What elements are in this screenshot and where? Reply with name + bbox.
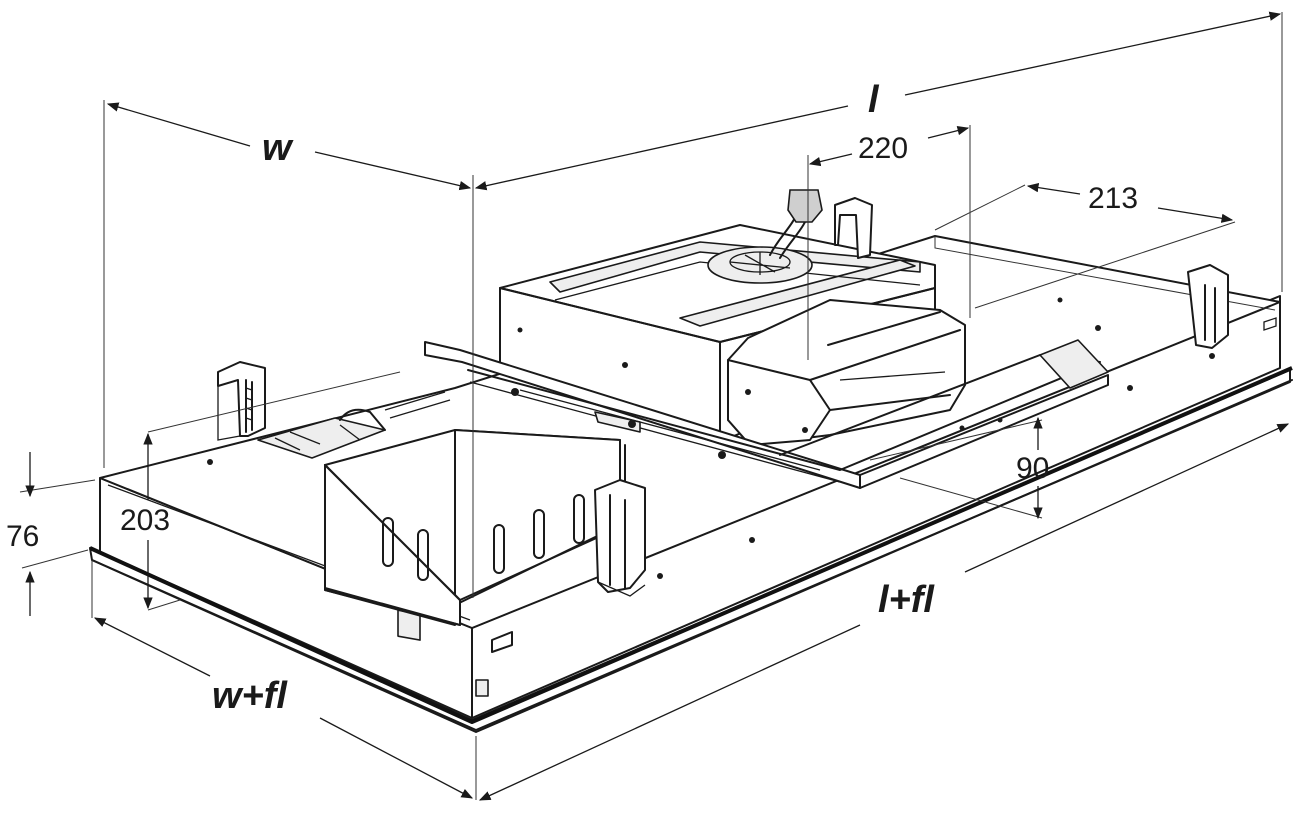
- dimension-220-label: 220: [858, 132, 908, 165]
- dimension-90-label: 90: [1016, 452, 1049, 485]
- dimension-lines: [19, 11, 1290, 801]
- mount-bracket-rear-right: [1187, 264, 1229, 349]
- mount-bracket-rear-center: [834, 197, 873, 259]
- dimension-length-frame-label: l+fl: [878, 579, 935, 621]
- dimension-76-label: 76: [6, 520, 39, 553]
- dimension-length-label: l: [868, 79, 880, 121]
- cross-rail: [424, 339, 1109, 489]
- dimension-203-label: 203: [120, 504, 170, 537]
- dimension-width-frame-label: w+fl: [212, 675, 288, 717]
- outlet-duct: [727, 299, 966, 446]
- dimension-213-label: 213: [1088, 182, 1138, 215]
- mount-bracket-left: [217, 361, 266, 441]
- dimension-width-label: w: [262, 127, 294, 169]
- mount-bracket-front: [594, 479, 646, 597]
